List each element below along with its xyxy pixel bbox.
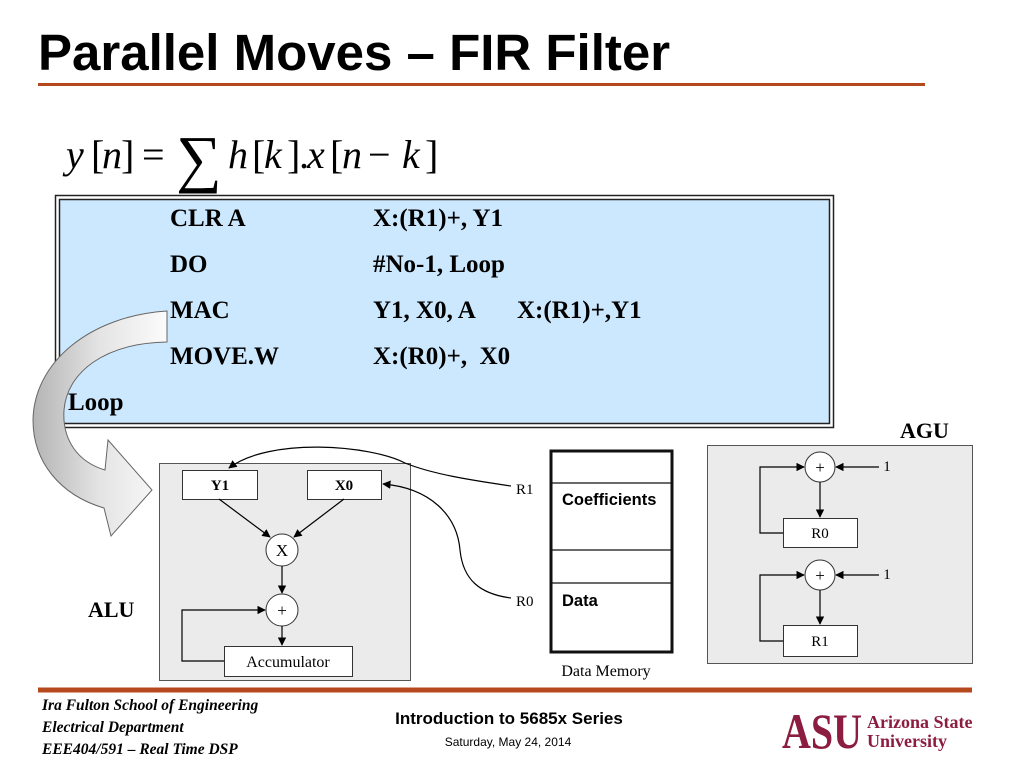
asu-logo-name-line2: University: [867, 731, 947, 751]
pointer-r1-label: R1: [516, 482, 534, 498]
equation-token: n: [342, 132, 362, 177]
equation-token: ]: [425, 132, 438, 177]
agu-feedback-arrow: [759, 570, 805, 642]
code-op: DO: [170, 251, 208, 278]
equation-token: −: [368, 132, 391, 177]
equation-token: h: [228, 132, 248, 177]
equation-token: [: [91, 132, 104, 177]
code-args: X:(R1)+, Y1: [373, 205, 503, 232]
adder-symbol: +: [277, 601, 287, 620]
agu-label: AGU: [900, 418, 949, 443]
data-memory-frame: [549, 449, 674, 654]
slide-title: Parallel Moves – FIR Filter: [38, 24, 670, 81]
arrow-x0-to-multiplier: [293, 498, 345, 538]
agu-adder-symbol: +: [815, 458, 825, 477]
agu-register-r0-box: [783, 518, 858, 548]
agu-block: + 1 R0 + 1 R1: [707, 445, 973, 664]
equation-token: k: [402, 132, 421, 177]
equation-token: y: [62, 132, 84, 177]
data-memory-label: Data Memory: [561, 663, 650, 680]
equation-token: [: [252, 132, 265, 177]
accumulator-label: Accumulator: [246, 654, 330, 671]
coefficient-fetch-curve: [228, 446, 512, 487]
agu-register-r1-label: R1: [811, 634, 829, 650]
code-op: CLR A: [170, 205, 246, 232]
asu-logo-mark: ASU: [782, 703, 862, 759]
asu-logo-name-line1: Arizona State: [867, 712, 972, 732]
footer-date: Saturday, May 24, 2014: [445, 735, 572, 749]
footer-school: Ira Fulton School of Engineering: [41, 697, 258, 714]
equation-token: .: [299, 132, 309, 177]
agu-adder-symbol: +: [815, 566, 825, 585]
arrow-y1-to-multiplier: [218, 498, 271, 538]
agu-feedback-arrow: [759, 462, 805, 534]
multiplier-symbol: X: [276, 541, 288, 560]
code-op: MOVE.W: [170, 343, 279, 370]
register-x0-box: [307, 470, 382, 500]
loop-label: Loop: [68, 389, 124, 416]
accumulator-box: [224, 646, 353, 677]
agu-register-r1-box: [783, 625, 858, 657]
alu-block: Y1 X0 X + Accumulator: [159, 463, 411, 681]
code-args: #No-1, Loop: [373, 251, 505, 278]
register-x0-label: X0: [335, 478, 353, 494]
curved-loop-arrow: [32, 310, 168, 538]
register-y1-box: [182, 470, 258, 500]
code-box-panel: [58, 198, 831, 425]
alu-label: ALU: [88, 597, 135, 622]
agu-increment: 1: [883, 459, 891, 475]
equation-token: =: [142, 132, 165, 177]
code-parallel-move: X:(R1)+,Y1: [517, 297, 642, 324]
footer-presentation-title: Introduction to 5685x Series: [395, 709, 623, 728]
equation-token: ]: [287, 132, 300, 177]
code-op: MAC: [170, 297, 230, 324]
agu-increment: 1: [883, 567, 891, 583]
data-memory: Coefficients Data: [549, 449, 674, 654]
equation-token: ]: [121, 132, 134, 177]
agu-register-r0-label: R0: [811, 526, 829, 542]
equation-token: [: [330, 132, 343, 177]
asu-logo: ASU Arizona State University: [782, 703, 972, 759]
summation-symbol: ∑: [176, 123, 222, 194]
pointer-r0-label: R0: [516, 594, 534, 610]
coefficients-section-label: Coefficients: [562, 491, 656, 509]
fir-equation: y [ n ] = ∑ h [ k ] . x [ n − k ]: [62, 123, 438, 194]
data-fetch-curve: [382, 480, 512, 599]
equation-token: k: [264, 132, 283, 177]
data-section-label: Data: [562, 592, 599, 610]
equation-token: n: [102, 132, 122, 177]
code-args: X:(R0)+, X0: [373, 343, 510, 370]
code-box: CLR A X:(R1)+, Y1 DO #No-1, Loop MAC Y1,…: [54, 194, 835, 429]
code-args: Y1, X0, A: [373, 297, 476, 324]
footer-department: Electrical Department: [41, 719, 184, 736]
footer-course: EEE404/591 – Real Time DSP: [41, 741, 238, 758]
register-y1-label: Y1: [211, 478, 229, 494]
accumulator-feedback-arrow: [181, 605, 266, 662]
equation-token: x: [306, 132, 325, 177]
